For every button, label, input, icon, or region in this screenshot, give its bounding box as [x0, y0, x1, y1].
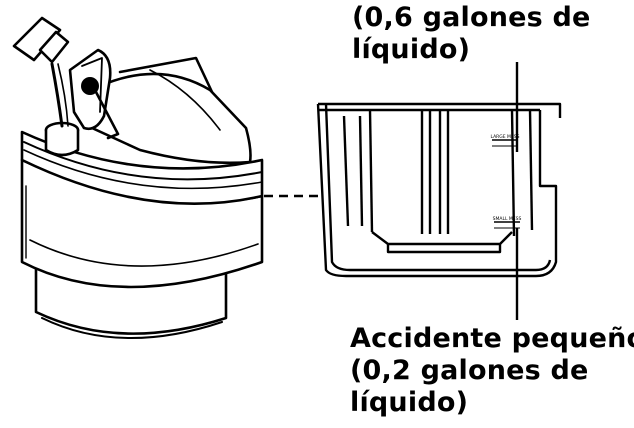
tank-rim [20, 130, 264, 205]
level-mark-large-label: LARGE MESS [490, 134, 519, 140]
bottom-callout: Accidente pequeño (0,2 galones de líquid… [350, 323, 634, 419]
pouring-bottle [12, 16, 70, 64]
tank-cross-section [316, 102, 562, 278]
bottom-callout-line-2: (0,2 galones de [350, 355, 589, 386]
level-mark-small-label: SMALL MESS [493, 216, 522, 222]
top-callout: (0,6 galones de líquido) [352, 2, 591, 66]
bottom-callout-line-1: Accidente pequeño [350, 323, 634, 354]
level-mark-small: SMALL MESS [493, 216, 522, 229]
tank-upper [90, 72, 252, 165]
machine-tank-illustration [12, 16, 264, 339]
bottom-callout-line-3: líquido) [350, 387, 469, 418]
liquid-stream [50, 62, 64, 128]
top-callout-line-1: (0,6 galones de [352, 2, 591, 33]
top-callout-line-2: líquido) [352, 34, 471, 65]
level-mark-large: LARGE MESS [490, 134, 520, 147]
